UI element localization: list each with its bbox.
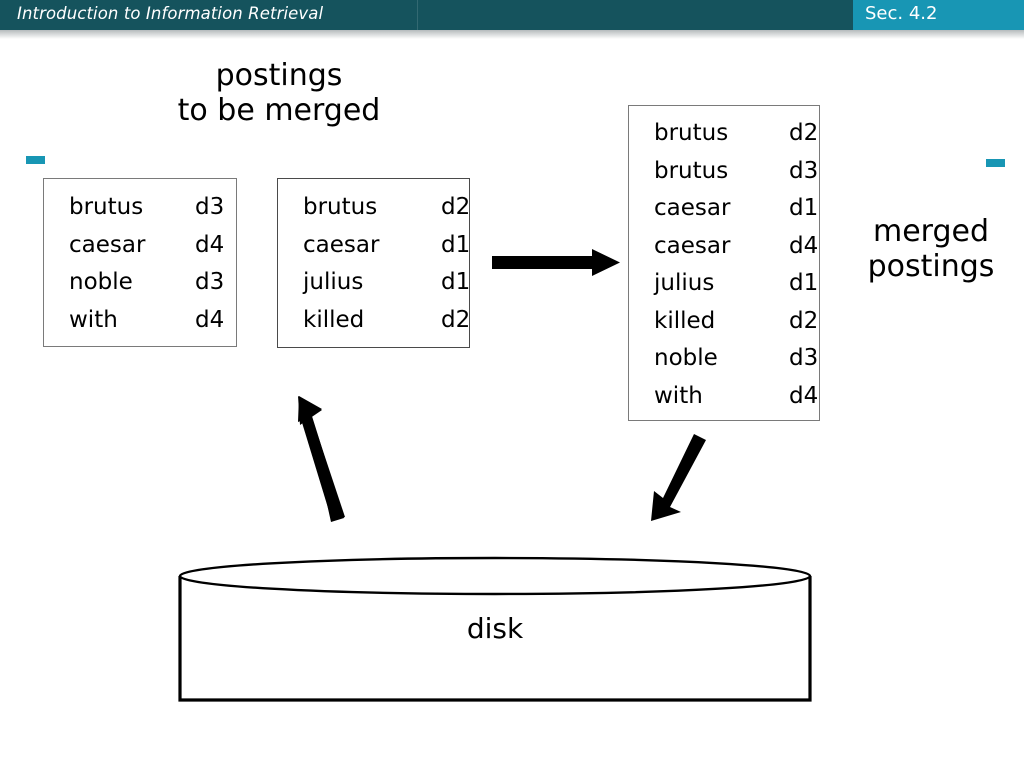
posting-term: brutus [69, 194, 144, 220]
posting-docid: d3 [789, 345, 819, 371]
posting-docid: d3 [195, 269, 225, 295]
posting-term: noble [654, 345, 718, 371]
header-divider [417, 0, 418, 30]
posting-docid: d1 [441, 269, 471, 295]
posting-term: brutus [654, 157, 729, 184]
read-from-disk-arrow-icon [298, 396, 345, 522]
posting-docid: d2 [441, 306, 471, 333]
posting-term: caesar [303, 231, 380, 258]
merge-arrow-right-icon [492, 249, 620, 276]
posting-docid: d1 [441, 231, 471, 258]
section-badge: Sec. 4.2 [853, 0, 1024, 30]
posting-term: with [654, 382, 703, 409]
write-to-disk-arrow-icon [651, 434, 706, 521]
posting-term: caesar [654, 232, 731, 259]
posting-term: caesar [69, 231, 146, 258]
posting-docid: d1 [789, 270, 819, 296]
posting-docid: d4 [789, 232, 819, 259]
header-shadow [0, 30, 1024, 39]
accent-tick-right [986, 159, 1005, 167]
postings-box-right: brutus d2 caesar d1 julius d1 killed d2 [277, 178, 470, 348]
postings-box-merged: brutus d2 brutus d3 caesar d1 caesar d4 julius d1… [628, 105, 820, 421]
status-badge: Sec. 4.2 [865, 3, 938, 24]
posting-term: brutus [654, 120, 729, 146]
posting-docid: d3 [789, 157, 819, 184]
posting-term: brutus [303, 194, 378, 220]
posting-docid: d4 [789, 382, 819, 409]
disk-label: disk [466, 612, 524, 645]
posting-term: with [69, 306, 118, 333]
posting-docid: d4 [195, 231, 225, 258]
posting-docid: d2 [789, 120, 819, 146]
postings-to-be-merged-label: postings to be merged [177, 58, 381, 129]
posting-docid: d4 [195, 306, 225, 333]
posting-term: killed [303, 306, 365, 333]
disk-cylinder [178, 556, 812, 702]
posting-docid: d2 [441, 194, 471, 220]
posting-docid: d1 [789, 195, 819, 221]
posting-term: killed [654, 307, 716, 334]
posting-docid: d2 [789, 307, 819, 334]
posting-term: noble [69, 269, 133, 295]
page-title: Introduction to Information Retrieval [17, 4, 324, 23]
postings-box-left: brutus d3 caesar d4 noble d3 with d4 [43, 178, 237, 347]
accent-tick-left [26, 156, 45, 164]
posting-term: julius [654, 270, 715, 296]
posting-term: caesar [654, 195, 731, 221]
posting-docid: d3 [195, 194, 225, 220]
merged-postings-label: merged postings [867, 214, 995, 285]
posting-term: julius [303, 269, 364, 295]
slide-header-bar: Introduction to Information Retrieval Se… [0, 0, 1024, 30]
